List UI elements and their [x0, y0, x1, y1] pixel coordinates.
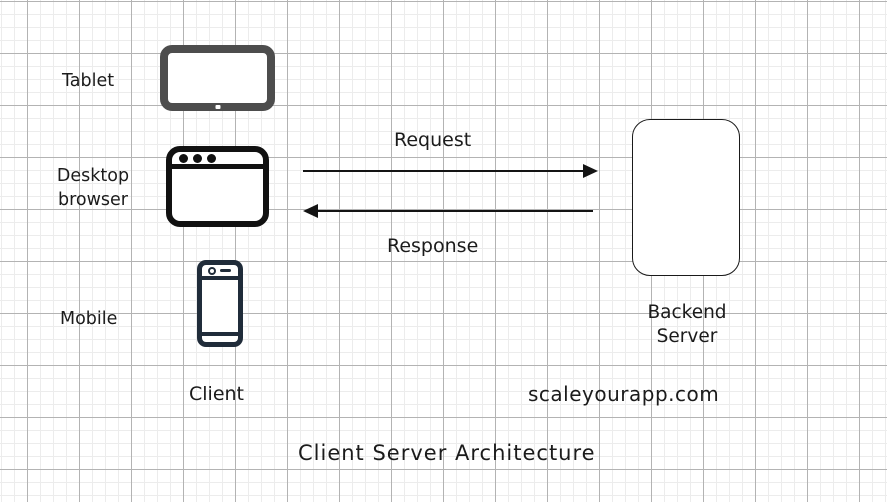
request-arrow-line: [303, 170, 585, 172]
phone-bottom-bar: [202, 332, 238, 342]
watermark-text: scaleyourapp.com: [528, 382, 720, 406]
response-arrow-line: [316, 210, 593, 212]
response-arrow-label: Response: [387, 235, 479, 257]
tablet-icon: [160, 45, 275, 111]
backend-server-label: Backend Server: [647, 302, 727, 347]
backend-server-box: [632, 119, 740, 276]
request-arrow-label: Request: [394, 129, 472, 151]
mobile-label: Mobile: [60, 309, 118, 329]
tablet-home-button-dot: [215, 105, 220, 109]
tablet-label: Tablet: [62, 71, 115, 91]
phone-speaker-icon: [220, 269, 231, 272]
phone-camera-icon: [208, 266, 216, 275]
phone-top-bar: [202, 265, 238, 280]
response-arrowhead-icon: [303, 204, 318, 218]
desktop-browser-icon: [166, 146, 269, 227]
browser-dot-icon: [193, 153, 202, 163]
client-group-label: Client: [189, 383, 245, 405]
browser-dot-icon: [179, 153, 188, 163]
desktop-browser-label: Desktop browser: [56, 166, 130, 210]
mobile-phone-icon: [197, 260, 243, 347]
browser-titlebar: [172, 152, 263, 169]
request-arrowhead-icon: [583, 164, 598, 178]
diagram-title: Client Server Architecture: [298, 441, 596, 465]
browser-dot-icon: [207, 153, 216, 163]
